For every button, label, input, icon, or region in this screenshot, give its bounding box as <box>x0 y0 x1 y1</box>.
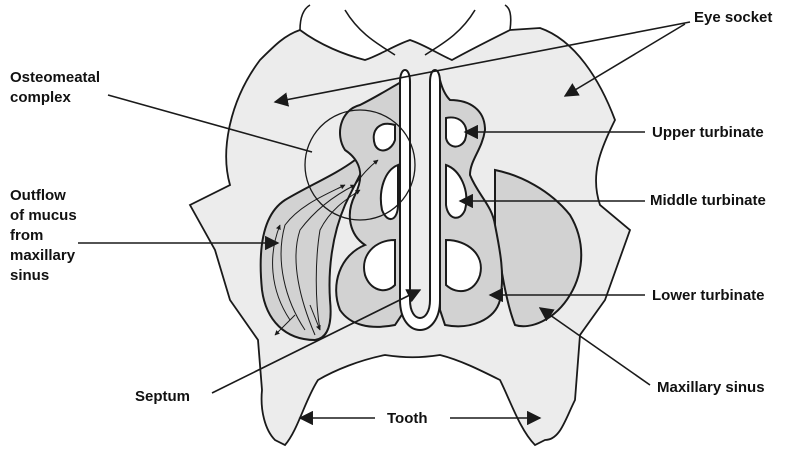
label-septum: Septum <box>135 387 190 407</box>
left-upper-turbinate <box>374 124 395 151</box>
label-middle-turbinate: Middle turbinate <box>650 191 766 211</box>
label-osteomeatal-complex: Osteomeatal complex <box>10 68 100 108</box>
label-outflow-of-mucus: Outflow of mucus from maxillary sinus <box>10 186 77 286</box>
label-eye-socket: Eye socket <box>694 8 772 28</box>
right-upper-turbinate <box>446 117 466 146</box>
label-upper-turbinate: Upper turbinate <box>652 123 764 143</box>
label-tooth: Tooth <box>387 409 428 429</box>
label-maxillary-sinus: Maxillary sinus <box>657 378 765 398</box>
label-lower-turbinate: Lower turbinate <box>652 286 765 306</box>
